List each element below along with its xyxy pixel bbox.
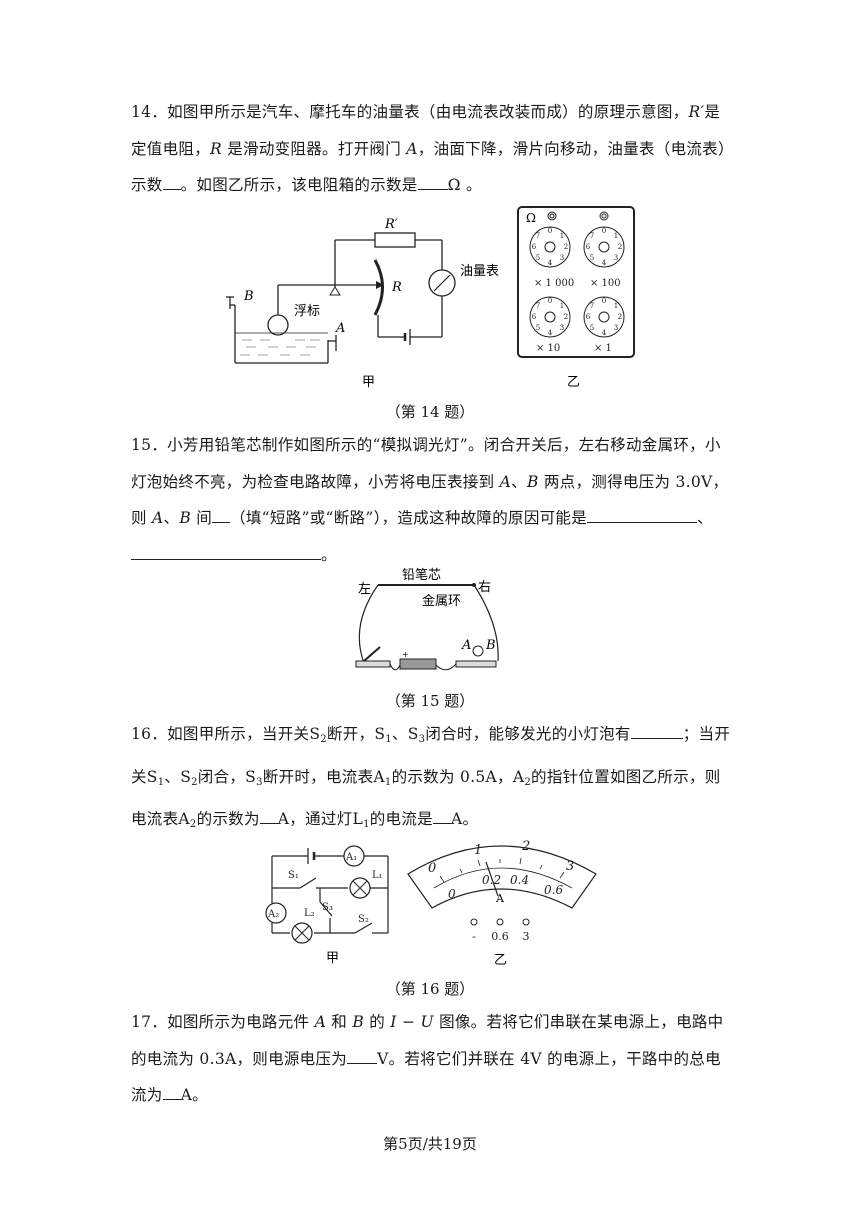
- mult-1000: × 1 000: [534, 278, 574, 289]
- inner-02: 0.2: [482, 873, 501, 887]
- svg-text:6: 6: [532, 243, 537, 251]
- svg-text:5: 5: [536, 324, 540, 332]
- svg-text:3: 3: [560, 254, 564, 262]
- label-yi16: 乙: [494, 953, 507, 968]
- svg-text:2: 2: [618, 243, 622, 251]
- switch-icon: [363, 646, 381, 662]
- svg-text:+: +: [402, 650, 409, 659]
- svg-text:1: 1: [614, 302, 618, 310]
- label-yi: 乙: [567, 375, 580, 390]
- label-l1: L₁: [372, 870, 383, 881]
- svg-text:5: 5: [536, 254, 540, 262]
- svg-text:2: 2: [564, 313, 568, 321]
- svg-text:7: 7: [590, 302, 594, 310]
- bulb-icon: [472, 645, 484, 657]
- svg-text:7: 7: [536, 302, 540, 310]
- label-left: 左: [358, 582, 371, 597]
- label-meter: 油量表: [460, 264, 499, 279]
- svg-text:1: 1: [560, 232, 564, 240]
- svg-text:0: 0: [548, 227, 552, 235]
- svg-text:4: 4: [548, 259, 553, 267]
- inner-04: 0.4: [510, 873, 529, 887]
- terminal-06-icon: [496, 918, 504, 926]
- mult-1: × 1: [594, 343, 612, 354]
- question-14-text: 14．如图甲所示是汽车、摩托车的油量表（由电流表改装而成）的原理示意图，R′是定…: [131, 103, 727, 194]
- label-a1: A₁: [345, 852, 357, 863]
- question-16-text: 16．如图甲所示，当开关S2断开，S1、S3闭合时，能够发光的小灯泡有；当开关S…: [131, 716, 731, 844]
- label-s1: S₁: [288, 870, 299, 881]
- label-a15: A: [461, 638, 471, 653]
- dial-1000-icon: [529, 226, 571, 268]
- outer-1: 1: [474, 843, 482, 858]
- figure-15-dimmer-circuit: 铅笔芯 左 右 金属环 + A B: [355, 567, 499, 671]
- terminal-06: 0.6: [491, 930, 509, 943]
- inner-06: 0.6: [544, 883, 563, 897]
- terminal-neg-icon: [470, 918, 478, 926]
- svg-text:4: 4: [548, 329, 553, 337]
- mult-100: × 100: [590, 278, 621, 289]
- label-right: 右: [478, 580, 491, 595]
- label-a2: A₂: [267, 909, 279, 920]
- svg-text:1: 1: [614, 232, 618, 240]
- label-b15: B: [485, 638, 496, 653]
- svg-text:6: 6: [586, 243, 591, 251]
- label-ring: 金属环: [422, 593, 461, 609]
- outer-2: 2: [521, 839, 530, 854]
- question-17-text: 17．如图所示为电路元件 A 和 B 的 I − U 图像。若将它们串联在某电源…: [131, 1013, 724, 1104]
- terminal-3: 3: [523, 930, 530, 943]
- label-l2: L₂: [304, 908, 315, 919]
- dial-1-icon: [583, 296, 625, 338]
- label-float: 浮标: [294, 304, 320, 319]
- svg-text:3: 3: [614, 324, 618, 332]
- label-pencil: 铅笔芯: [402, 567, 441, 583]
- label-ohm: Ω: [526, 211, 536, 225]
- caption-16: （第 16 题）: [385, 980, 475, 998]
- svg-text:5: 5: [590, 254, 594, 262]
- ammeter-needle-icon: [485, 861, 499, 897]
- svg-text:6: 6: [586, 313, 591, 321]
- svg-text:2: 2: [564, 243, 568, 251]
- svg-text:5: 5: [590, 324, 594, 332]
- ammeter-dial-icon: [407, 845, 597, 909]
- svg-text:7: 7: [590, 232, 594, 240]
- label-unit: A: [495, 892, 505, 905]
- svg-text:0: 0: [602, 297, 606, 305]
- float-icon: [267, 314, 289, 336]
- figure-16-ammeter: 0 1 2 3 0 0.2 0.4 0.6 A - 0.6 3 乙: [407, 839, 597, 968]
- dial-10-icon: [529, 296, 571, 338]
- terminal-neg: -: [472, 930, 476, 943]
- label-b: B: [243, 289, 254, 304]
- label-s3: S₃: [322, 902, 333, 913]
- svg-text:4: 4: [602, 329, 607, 337]
- svg-text:6: 6: [532, 313, 537, 321]
- svg-text:2: 2: [618, 313, 622, 321]
- label-r: R: [391, 280, 402, 295]
- question-15-text: 15．小芳用铅笔芯制作如图所示的“模拟调光灯”。闭合开关后，左右移动金属环，小灯…: [131, 436, 729, 564]
- dial-100-icon: [583, 226, 625, 268]
- label-jia16: 甲: [326, 951, 339, 966]
- mult-10: × 10: [536, 343, 560, 354]
- caption-15: （第 15 题）: [385, 692, 475, 710]
- label-r-prime: R′: [384, 217, 398, 232]
- outer-0: 0: [428, 861, 436, 876]
- svg-text:3: 3: [560, 324, 564, 332]
- svg-text:0: 0: [602, 227, 606, 235]
- battery-icon: [399, 658, 437, 670]
- inner-0: 0: [448, 887, 456, 901]
- svg-text:1: 1: [560, 302, 564, 310]
- figure-14-fuel-gauge: R′ 油量表 R 浮标 B A 甲: [226, 217, 499, 390]
- terminal-3-icon: [522, 918, 530, 926]
- label-a: A: [335, 321, 345, 336]
- svg-text:0: 0: [548, 297, 552, 305]
- svg-text:3: 3: [614, 254, 618, 262]
- svg-text:7: 7: [536, 232, 540, 240]
- svg-text:4: 4: [602, 259, 607, 267]
- outer-3: 3: [566, 859, 574, 874]
- label-s2: S₂: [358, 914, 369, 925]
- label-jia: 甲: [362, 375, 375, 390]
- caption-14: （第 14 题）: [385, 403, 475, 421]
- page-footer: 第5页/共19页: [383, 1135, 477, 1153]
- figure-16-circuit: A₁ A₂ S₁ L₁ L₂ S₃ S₂ 甲: [265, 845, 389, 966]
